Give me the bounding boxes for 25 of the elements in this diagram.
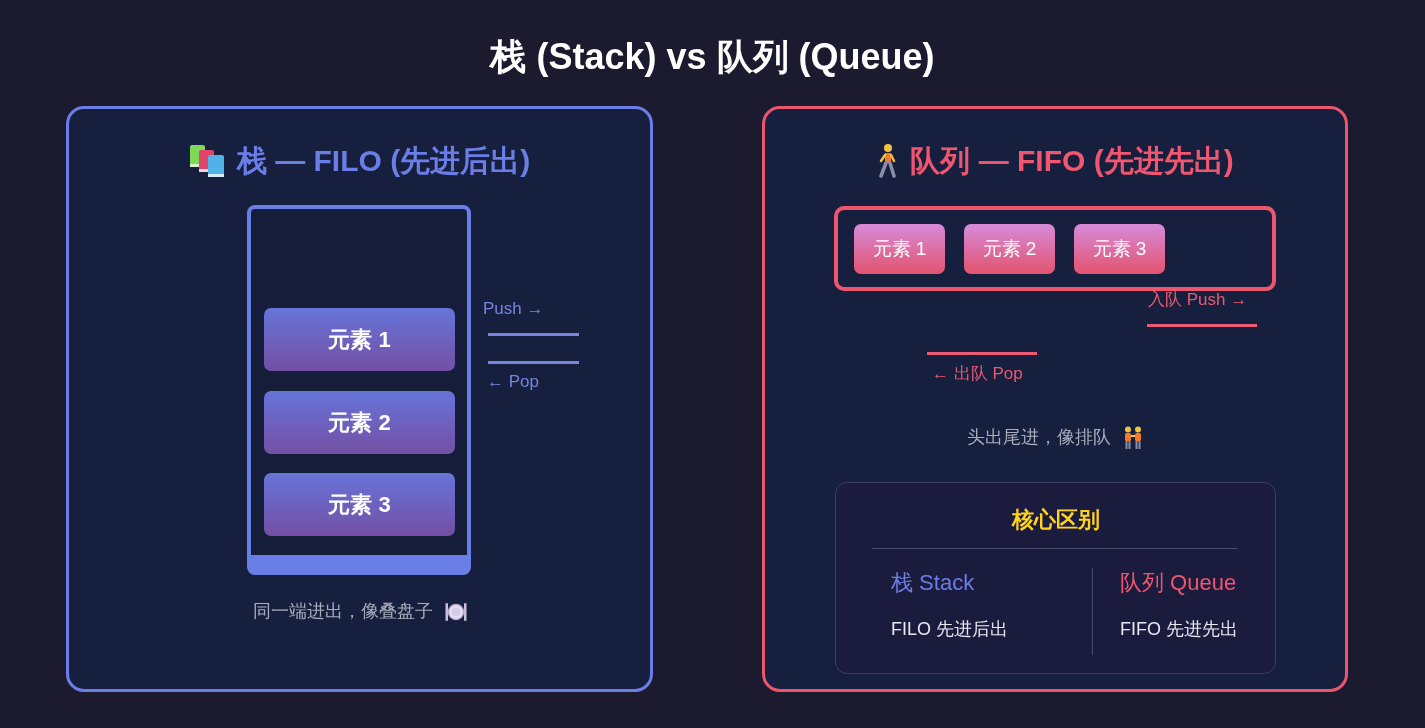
pop-label: ← 出队 Pop — [932, 364, 1023, 385]
stack-item: 元素 3 — [264, 473, 455, 536]
queue-panel — [762, 106, 1348, 692]
comparison-panel — [835, 482, 1276, 674]
column-heading: 栈 Stack — [891, 570, 975, 597]
queue-item: 元素 3 — [1074, 224, 1165, 274]
comparison-heading: 核心区别 — [1011, 506, 1100, 534]
panel-caption: 同一端进出，像叠盘子 — [252, 601, 433, 623]
panel-heading: 栈 — FILO (先进后出) — [236, 143, 531, 179]
stack-item: 元素 2 — [264, 391, 455, 454]
queue-item: 元素 1 — [854, 224, 945, 274]
column-heading: 队列 Queue — [1120, 570, 1237, 597]
pop-label: ← Pop — [487, 372, 539, 393]
push-label: 入队 Push → — [1148, 290, 1248, 311]
page-title: 栈 (Stack) vs 队列 (Queue) — [490, 35, 935, 79]
column-text: FILO 先进后出 — [891, 619, 1008, 641]
panel-heading: 队列 — FIFO (先进先出) — [910, 143, 1234, 179]
queue-container — [834, 206, 1276, 291]
stack-container — [247, 205, 471, 575]
column-text: FIFO 先进先出 — [1120, 619, 1238, 641]
stack-item: 元素 1 — [264, 308, 455, 371]
panel-caption: 头出尾进，像排队 — [967, 427, 1111, 449]
push-label: Push → — [483, 299, 544, 320]
queue-item: 元素 2 — [964, 224, 1055, 274]
stack-panel — [66, 106, 653, 692]
